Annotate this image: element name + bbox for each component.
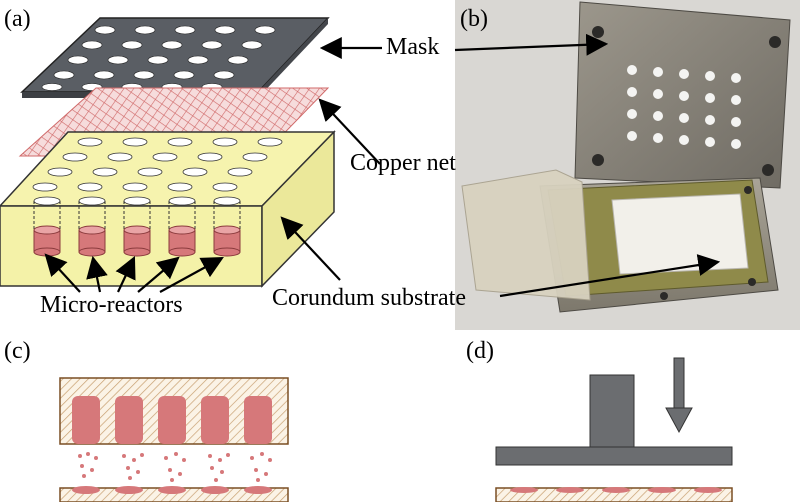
panel-label-a: (a) bbox=[4, 6, 31, 32]
panel-b-leader-arrows bbox=[454, 33, 721, 298]
press-plate bbox=[495, 446, 733, 466]
panel-a-leader-arrows bbox=[44, 37, 382, 293]
panel-d-diagram bbox=[495, 357, 733, 502]
reactor-arrow-4 bbox=[137, 256, 180, 293]
substrate-arrow bbox=[280, 216, 341, 281]
press-punch bbox=[589, 374, 635, 448]
reactor-arrow-3 bbox=[115, 256, 136, 293]
reactor-arrow-1 bbox=[44, 253, 81, 293]
photo-mask-plate bbox=[574, 1, 791, 189]
panel-a-exploded-diagram bbox=[0, 17, 382, 293]
mask-holes bbox=[41, 25, 276, 91]
panel-c-diagram bbox=[59, 377, 289, 502]
deposited-spots bbox=[72, 486, 272, 494]
photo-translucent-flap bbox=[461, 169, 591, 301]
photo-mask-arrow bbox=[454, 33, 609, 56]
substrate-block bbox=[0, 130, 336, 288]
pressed-spots bbox=[510, 487, 722, 493]
panel-label-b: (b) bbox=[460, 6, 488, 32]
copper-net-label: Copper net bbox=[350, 150, 456, 176]
photo-corundum-substrate bbox=[611, 193, 749, 275]
reactor-arrow-2 bbox=[86, 255, 108, 293]
micro-reactors-label: Micro-reactors bbox=[40, 292, 183, 318]
copper-net-arrow bbox=[318, 98, 381, 165]
photo-substrate-arrow bbox=[499, 254, 721, 298]
substrate-wells bbox=[32, 137, 283, 206]
photo-mask-holes bbox=[627, 65, 741, 149]
corundum-substrate-label: Corundum substrate bbox=[272, 285, 466, 311]
reactor-arrow-5 bbox=[159, 256, 224, 293]
down-arrow-icon bbox=[665, 357, 693, 434]
reactor-columns bbox=[72, 396, 272, 444]
deposition-droplets bbox=[78, 452, 272, 482]
panel-b-photo bbox=[454, 0, 800, 330]
panel-label-c: (c) bbox=[4, 338, 31, 364]
mask-plate bbox=[20, 17, 330, 98]
mask-label: Mask bbox=[386, 34, 440, 60]
micro-reactor-cylinders bbox=[33, 201, 241, 257]
panel-label-d: (d) bbox=[466, 338, 494, 364]
